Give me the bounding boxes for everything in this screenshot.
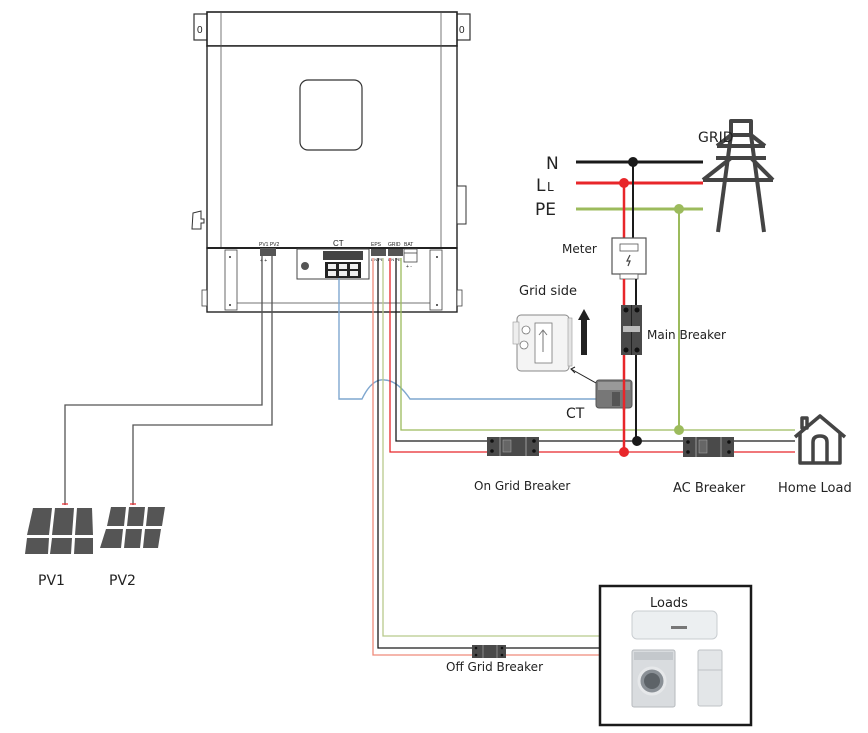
- grid-n-wire: [395, 258, 795, 442]
- ct-label: CT: [566, 406, 585, 422]
- washing-machine-icon: [631, 649, 676, 708]
- grid-connector: [388, 249, 403, 256]
- off-grid-breaker-label: Off Grid Breaker: [446, 660, 543, 674]
- neutral-junction: [628, 157, 638, 167]
- line-junction: [619, 178, 629, 188]
- label-l-suffix: L: [547, 180, 554, 194]
- off-grid-wiring: [372, 258, 599, 656]
- ac-breaker-icon: [683, 437, 734, 457]
- right-ear-hole: 0: [459, 25, 465, 36]
- label-n: N: [546, 154, 559, 174]
- ct-port-label: CT: [333, 239, 344, 248]
- ac-breaker-label: AC Breaker: [673, 481, 746, 496]
- current-direction-arrow-icon: [578, 309, 590, 355]
- air-conditioner-icon: [631, 610, 718, 640]
- grid-terminal: GRID L N PE: [388, 242, 403, 262]
- ct-port-connector: [323, 251, 363, 260]
- eps-connector: [371, 249, 386, 256]
- main-breaker-label: Main Breaker: [647, 328, 726, 342]
- off-grid-breaker-icon: [472, 645, 506, 658]
- pv-port-label: PV1 PV2: [259, 242, 280, 248]
- home-load-icon: [793, 414, 847, 465]
- grid-terminal-labels: L N PE: [388, 257, 401, 262]
- pv1-wire: [64, 256, 263, 505]
- grid-l-wire: [389, 258, 795, 453]
- wifi-port-icon: [301, 262, 309, 270]
- inverter-display: [299, 79, 363, 151]
- pv1-array-icon: [25, 508, 93, 554]
- inverter-top-cap: [206, 11, 458, 47]
- main-breaker-icon: [621, 305, 642, 355]
- grid-label: GRID: [698, 130, 734, 146]
- battery-terminal: BAT + -: [403, 242, 418, 270]
- ct-comm-panel: CT: [296, 239, 370, 280]
- right-switch: [456, 185, 467, 225]
- grid-port-label: GRID: [388, 242, 401, 248]
- on-grid-breaker-icon: [487, 437, 539, 456]
- refrigerator-icon: [697, 649, 723, 707]
- pv2-wire: [132, 256, 273, 505]
- pv2-label: PV2: [109, 573, 136, 589]
- grid-pe-wire: [400, 258, 795, 431]
- eps-n-wire: [377, 258, 599, 649]
- pv-wiring: [64, 256, 273, 505]
- on-grid-wiring: [389, 258, 795, 453]
- grid-tower-icon: [701, 119, 775, 233]
- meter-icon: [611, 237, 647, 280]
- ct-clamp-icon: [595, 379, 633, 409]
- eps-l-wire: [372, 258, 599, 656]
- home-load-label: Home Load: [778, 481, 852, 496]
- loads-label: Loads: [650, 596, 688, 611]
- ct-signal-wire: [338, 278, 600, 400]
- neutral-junction-bottom: [632, 436, 642, 446]
- eps-pe-wire: [382, 258, 599, 637]
- pv-polarity: + +: [260, 258, 267, 264]
- bat-connector: [403, 248, 418, 263]
- left-handle-icon: [191, 210, 205, 230]
- line-junction-bottom: [619, 447, 629, 457]
- pv-input-terminal: PV1 PV2 + +: [259, 242, 280, 264]
- label-l: L: [536, 176, 546, 196]
- left-ear-hole: 0: [197, 25, 203, 36]
- loads-box: Loads: [598, 584, 753, 727]
- inverter: 0 0 PV1 PV2 + + CT: [191, 11, 471, 313]
- grid-side-label: Grid side: [519, 284, 577, 299]
- on-grid-breaker-label: On Grid Breaker: [474, 479, 570, 493]
- pv-connector: [260, 248, 276, 256]
- pv1-label: PV1: [38, 573, 65, 589]
- bat-polarity: + -: [406, 264, 412, 270]
- eps-port-label: EPS: [371, 242, 382, 248]
- ct-pointer-line: [570, 368, 597, 384]
- meter-label: Meter: [562, 242, 597, 256]
- label-pe: PE: [535, 200, 556, 220]
- bat-port-label: BAT: [404, 242, 413, 248]
- ct-direction-diagram-icon: [512, 314, 573, 372]
- earth-junction-bottom: [674, 425, 684, 435]
- pv2-array-icon: [100, 507, 165, 548]
- earth-junction-top: [674, 204, 684, 214]
